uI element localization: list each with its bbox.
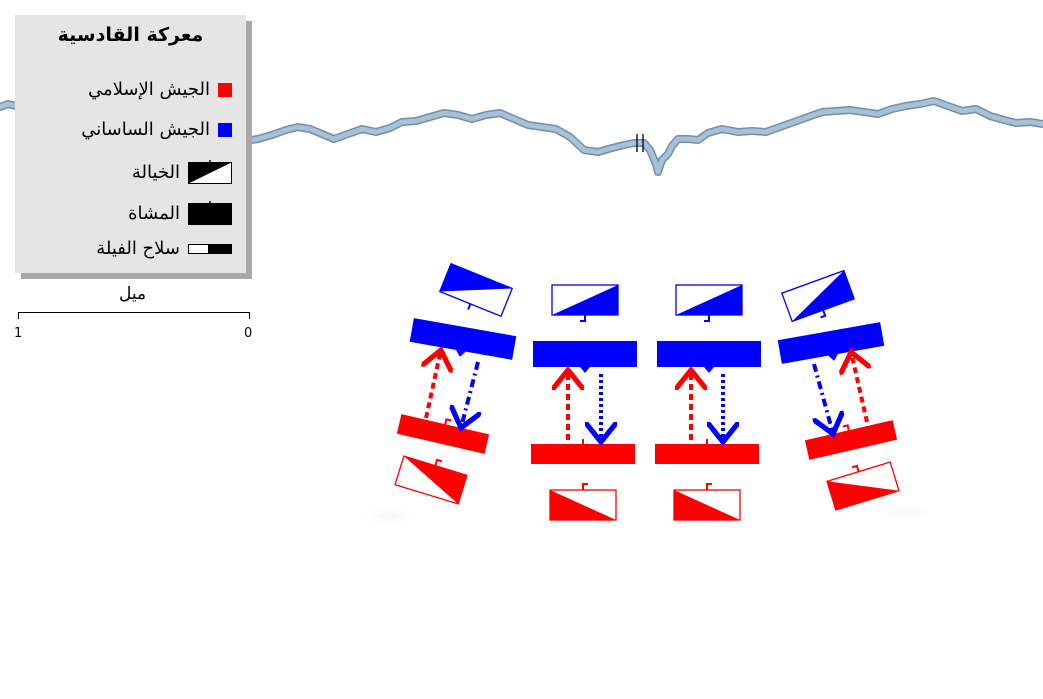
sasanian-infantry-unit <box>409 318 517 360</box>
muslim-cavalry-unit <box>673 483 741 521</box>
sasanian-cavalry-unit <box>551 284 619 322</box>
muslim-cavalry-unit <box>826 461 900 511</box>
legend-item-label: الجيش الإسلامي <box>88 79 210 100</box>
legend-item-sasanian-army: الجيش الساساني <box>81 119 232 140</box>
red-square-icon <box>218 82 232 97</box>
muslim-cavalry-unit <box>549 483 617 521</box>
sasanian-cavalry-unit <box>675 284 743 322</box>
scale-unit-label: ميل <box>119 284 147 304</box>
muslim-infantry-unit <box>396 414 490 454</box>
sasanian-cavalry-unit <box>438 262 514 318</box>
legend-item-infantry: المشاة <box>128 201 232 225</box>
legend: معركة القادسية الجيش الإسلامي الجيش السا… <box>15 15 246 273</box>
scale-bar: ميل 1 0 <box>14 284 254 344</box>
terrain-haze <box>358 506 422 526</box>
muslim-cavalry-unit <box>394 455 468 505</box>
muslim-infantry-unit <box>655 439 759 464</box>
legend-item-elephants: سلاح الفيلة <box>96 238 232 259</box>
sasanian-infantry-unit <box>657 341 761 373</box>
scale-tick <box>249 312 250 319</box>
legend-item-cavalry: الخيالة <box>132 160 232 184</box>
muslim-infantry-unit <box>531 439 635 464</box>
scale-tick <box>18 312 19 319</box>
bridge-icon <box>636 134 644 152</box>
infantry-symbol-icon <box>188 201 232 225</box>
scale-left-value: 1 <box>14 326 23 341</box>
legend-title: معركة القادسية <box>57 24 204 46</box>
scale-line <box>18 312 250 313</box>
sasanian-advance-arrow <box>462 361 478 424</box>
blue-square-icon <box>218 122 232 137</box>
legend-item-label: الجيش الساساني <box>81 119 210 140</box>
legend-item-label: الخيالة <box>131 161 180 183</box>
legend-item-label: سلاح الفيلة <box>96 238 180 259</box>
muslim-infantry-unit <box>804 420 898 460</box>
sasanian-infantry-unit <box>533 341 637 373</box>
muslim-advance-arrow <box>426 354 440 419</box>
sasanian-infantry-unit <box>777 322 885 364</box>
sasanian-cavalry-unit <box>781 269 855 323</box>
scale-right-value: 0 <box>244 326 253 341</box>
legend-item-label: المشاة <box>128 202 180 224</box>
legend-item-muslim-army: الجيش الإسلامي <box>88 79 232 100</box>
sasanian-advance-arrow <box>812 363 832 430</box>
elephants-symbol-icon <box>188 243 232 254</box>
muslim-advance-arrow <box>852 356 867 423</box>
terrain-haze <box>873 502 937 522</box>
cavalry-symbol-icon <box>188 160 232 184</box>
attack-arrows <box>426 354 867 440</box>
